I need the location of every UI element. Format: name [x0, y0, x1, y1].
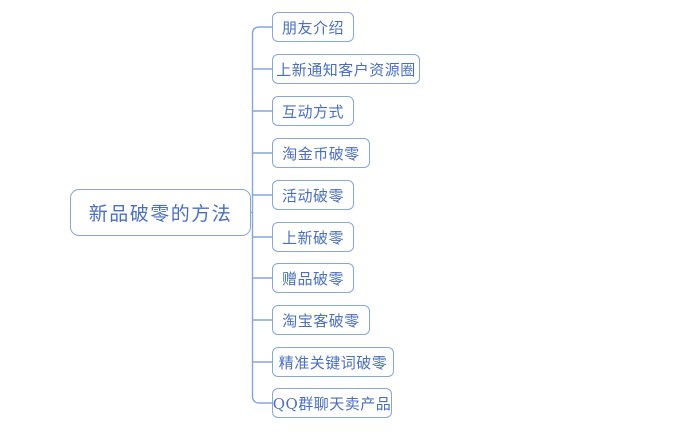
- child-node-label: 活动破零: [282, 186, 345, 205]
- child-node-label: 淘金币破零: [282, 144, 360, 163]
- child-node-label: 淘宝客破零: [282, 311, 360, 330]
- child-node[interactable]: QQ群聊天卖产品: [272, 388, 392, 418]
- child-node-label: 朋友介绍: [282, 18, 345, 37]
- child-node-label: 精准关键词破零: [278, 353, 388, 372]
- child-node-label: 上新通知客户资源圈: [276, 60, 416, 79]
- child-node[interactable]: 活动破零: [272, 180, 354, 210]
- child-node-label: 互动方式: [282, 102, 345, 121]
- child-node[interactable]: 上新通知客户资源圈: [272, 54, 420, 84]
- child-node[interactable]: 淘宝客破零: [272, 305, 370, 335]
- child-node[interactable]: 上新破零: [272, 222, 354, 252]
- child-node-label: QQ群聊天卖产品: [272, 394, 392, 413]
- root-node[interactable]: 新品破零的方法: [70, 189, 251, 236]
- child-node[interactable]: 朋友介绍: [272, 12, 354, 42]
- branch-line: [251, 395, 273, 404]
- root-node-label: 新品破零的方法: [88, 203, 233, 225]
- child-node[interactable]: 赠品破零: [272, 263, 354, 293]
- child-node[interactable]: 互动方式: [272, 96, 354, 126]
- branch-line: [251, 26, 273, 35]
- child-node-label: 上新破零: [282, 228, 345, 247]
- child-node[interactable]: 淘金币破零: [272, 138, 370, 168]
- child-node[interactable]: 精准关键词破零: [272, 347, 394, 377]
- child-node-label: 赠品破零: [282, 269, 345, 288]
